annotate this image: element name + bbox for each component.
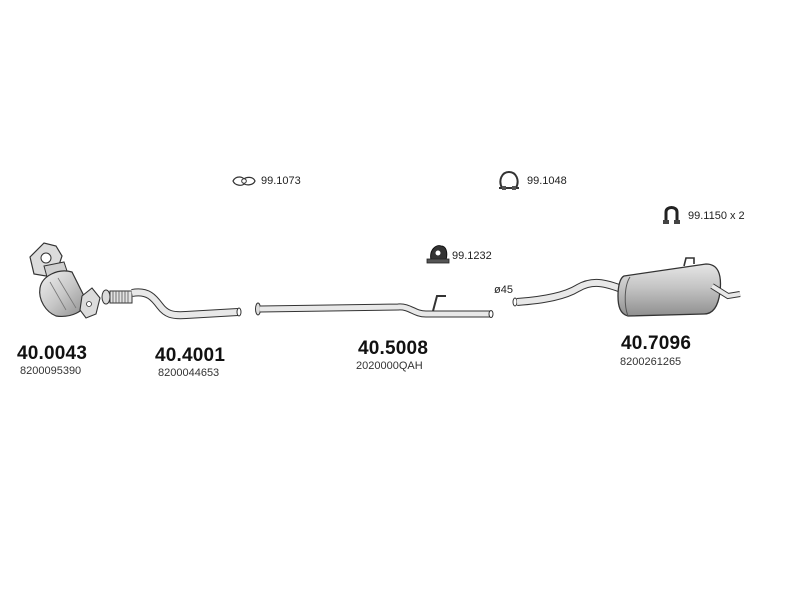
mount-part-number: 99.1150 x 2 — [688, 210, 745, 222]
clamp-part-number: 99.1048 — [527, 175, 567, 187]
gasket-part-number: 99.1073 — [261, 175, 301, 187]
middle-pipe-oem-number: 2020000QAH — [356, 360, 423, 372]
front-pipe-part-number: 40.4001 — [155, 345, 226, 366]
clamp-icon — [499, 170, 519, 190]
front-pipe-oem-number: 8200044653 — [158, 367, 220, 379]
catalyst-part-number: 40.0043 — [17, 343, 88, 364]
hanger-part-number: 99.1232 — [452, 250, 492, 262]
rear-silencer-drawing — [512, 257, 741, 317]
front-pipe-drawing — [101, 288, 242, 320]
pipe-diameter-label: ø45 — [494, 284, 513, 296]
middle-pipe-part-number: 40.5008 — [358, 338, 429, 359]
middle-pipe-drawing — [255, 295, 494, 318]
catalyst-oem-number: 8200095390 — [20, 365, 82, 377]
rubber-mount-icon — [663, 206, 680, 224]
rear-silencer-oem-number: 8200261265 — [620, 356, 682, 368]
catalytic-converter-drawing — [29, 242, 101, 319]
rubber-hanger-icon — [426, 245, 450, 264]
rear-silencer-part-number: 40.7096 — [621, 333, 692, 354]
gasket-icon — [232, 176, 256, 186]
